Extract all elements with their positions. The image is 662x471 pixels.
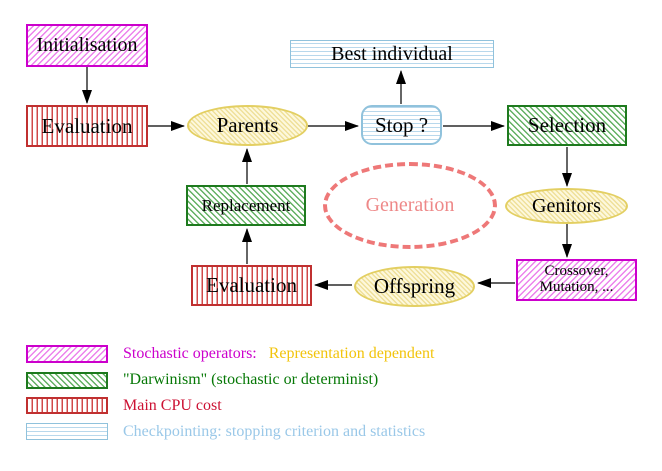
legend-row-stochastic: Stochastic operators: Representation dep… — [123, 345, 434, 363]
node-evaluation-bottom: Evaluation — [191, 265, 312, 306]
legend-row-darwinism: "Darwinism" (stochastic or determinist) — [123, 371, 378, 389]
node-initialisation-label: Initialisation — [36, 34, 138, 56]
node-stop-label: Stop ? — [374, 112, 429, 137]
node-best-individual-label: Best individual — [331, 42, 453, 65]
node-best-individual: Best individual — [290, 40, 494, 68]
node-offspring: Offspring — [354, 266, 475, 307]
node-genitors-label: Genitors — [532, 194, 601, 217]
node-crossover-mutation: Crossover, Mutation, ... — [516, 259, 637, 301]
node-evaluation-bottom-label: Evaluation — [206, 273, 297, 298]
node-offspring-label: Offspring — [373, 274, 456, 299]
node-replacement-label: Replacement — [201, 195, 291, 215]
node-genitors: Genitors — [505, 188, 628, 224]
legend-row-main-cpu-cost: Main CPU cost — [123, 397, 222, 415]
node-initialisation: Initialisation — [26, 24, 148, 67]
legend-swatch-checkpointing — [26, 423, 108, 440]
legend-representation-label: Representation dependent — [268, 345, 435, 362]
node-stop: Stop ? — [361, 105, 442, 145]
node-replacement: Replacement — [186, 185, 306, 226]
node-crossover-line2: Mutation, ... — [539, 279, 614, 295]
legend-checkpointing-label: Checkpointing: stopping criterion and st… — [123, 423, 426, 440]
node-selection-label: Selection — [527, 113, 607, 138]
legend-stochastic-label: Stochastic operators: — [123, 345, 257, 362]
legend-swatch-stochastic-operators — [26, 345, 108, 363]
node-evaluation-top: Evaluation — [26, 105, 148, 147]
node-evaluation-top-label: Evaluation — [41, 113, 133, 138]
legend-swatch-main-cpu-cost — [26, 397, 108, 414]
legend-cpu-label: Main CPU cost — [123, 397, 222, 414]
legend-darwinism-label: "Darwinism" (stochastic or determinist) — [123, 371, 379, 388]
legend-row-checkpointing: Checkpointing: stopping criterion and st… — [123, 423, 425, 441]
generation-loop-ellipse: Generation — [323, 162, 497, 249]
generation-label: Generation — [365, 194, 455, 216]
node-crossover-line1: Crossover, — [544, 263, 609, 280]
node-parents: Parents — [187, 105, 308, 146]
node-selection: Selection — [507, 105, 627, 146]
node-parents-label: Parents — [216, 113, 279, 138]
legend-swatch-darwinism — [26, 372, 108, 389]
